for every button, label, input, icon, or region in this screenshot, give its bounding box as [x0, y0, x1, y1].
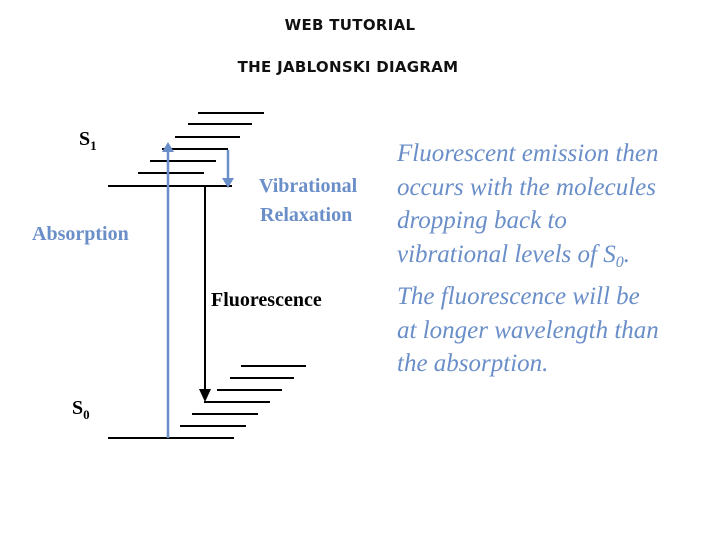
note-line: vibrational levels of S0. — [397, 241, 630, 272]
state-s0-label: S0 — [72, 397, 90, 422]
note-line: at longer wavelength than — [397, 316, 659, 344]
state-s1-label: S1 — [79, 128, 97, 153]
vibrational-label: Vibrational — [259, 175, 358, 197]
relaxation-label: Relaxation — [260, 204, 353, 226]
diagram-title: THE JABLONSKI DIAGRAM — [237, 58, 459, 76]
header-tutorial: WEB TUTORIAL — [284, 16, 416, 34]
explanation-note: Fluorescent emission then occurs with th… — [397, 137, 717, 381]
note-line: the absorption. — [397, 350, 549, 378]
fluorescence-arrow — [199, 186, 211, 402]
s0-vibrational-levels — [108, 365, 306, 439]
note-line: Fluorescent emission then — [397, 140, 659, 167]
note-line: occurs with the molecules — [397, 173, 656, 201]
note-line: dropping back to — [397, 207, 567, 235]
s1-vibrational-levels — [108, 112, 264, 187]
fluorescence-label: Fluorescence — [211, 289, 322, 311]
absorption-label: Absorption — [32, 223, 129, 245]
note-line: The fluorescence will be — [397, 282, 640, 310]
